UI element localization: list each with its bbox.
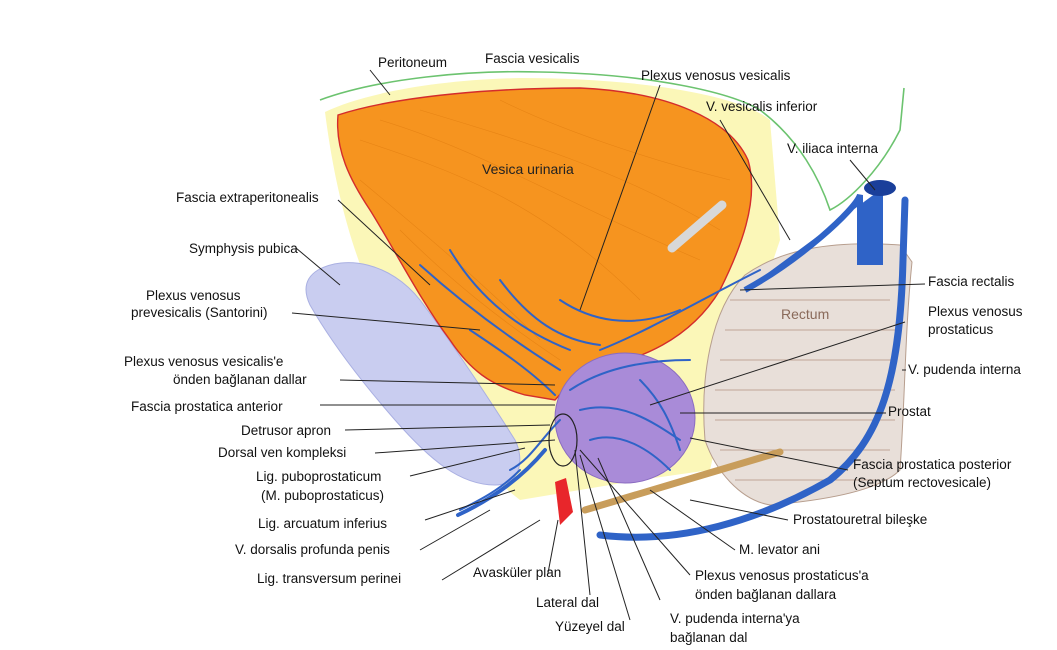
lig-puboprostaticum-label-2: (M. puboprostaticus) bbox=[261, 488, 384, 504]
fascia-prostatica-posterior-label-1: Fascia prostatica posterior bbox=[853, 457, 1011, 473]
fascia-prostatica-posterior-label-2: (Septum rectovesicale) bbox=[853, 475, 991, 491]
plexus-prostaticus-a-label-2: önden bağlanan dallara bbox=[695, 587, 836, 603]
plexus-venosus-vesicalis-label: Plexus venosus vesicalis bbox=[641, 68, 790, 84]
symphysis-pubica-label: Symphysis pubica bbox=[189, 241, 298, 257]
plexus-prevesicalis-label-2: prevesicalis (Santorini) bbox=[131, 305, 268, 321]
v-dorsalis-profunda-penis-label: V. dorsalis profunda penis bbox=[235, 542, 390, 558]
lig-puboprostaticum-label-1: Lig. puboprostaticum bbox=[256, 469, 381, 485]
rectum-label: Rectum bbox=[781, 306, 829, 322]
v-pudenda-interna-ya-label-1: V. pudenda interna'ya bbox=[670, 611, 800, 627]
yuzeyel-dal-label: Yüzeyel dal bbox=[555, 619, 625, 635]
plexus-prostaticus-a-label-1: Plexus venosus prostaticus'a bbox=[695, 568, 869, 584]
fascia-rectalis-label: Fascia rectalis bbox=[928, 274, 1014, 290]
bladder-label: Vesica urinaria bbox=[482, 161, 574, 177]
detrusor-apron-label: Detrusor apron bbox=[241, 423, 331, 439]
peritoneum-label: Peritoneum bbox=[378, 55, 447, 71]
fascia-extraperitonealis-label: Fascia extraperitonealis bbox=[176, 190, 319, 206]
v-vesicalis-inferior-label: V. vesicalis inferior bbox=[706, 99, 817, 115]
prostat-label: Prostat bbox=[888, 404, 931, 420]
onden-baglanan-dallar-label-2: önden bağlanan dallar bbox=[173, 372, 307, 388]
v-pudenda-interna-label: V. pudenda interna bbox=[908, 362, 1021, 378]
prostatouretral-bileske-label: Prostatouretral bileşke bbox=[793, 512, 927, 528]
m-levator-ani-label: M. levator ani bbox=[739, 542, 820, 558]
plexus-prevesicalis-label-1: Plexus venosus bbox=[146, 288, 241, 304]
lateral-dal-label: Lateral dal bbox=[536, 595, 599, 611]
avaskuler-plan-label: Avasküler plan bbox=[473, 565, 561, 581]
lig-arcuatum-inferius-label: Lig. arcuatum inferius bbox=[258, 516, 387, 532]
fascia-prostatica-anterior-label: Fascia prostatica anterior bbox=[131, 399, 283, 415]
v-iliaca-interna-label: V. iliaca interna bbox=[787, 141, 878, 157]
plexus-venosus-prostaticus-label-1: Plexus venosus bbox=[928, 304, 1023, 320]
dorsal-ven-kompleksi-label: Dorsal ven kompleksi bbox=[218, 445, 346, 461]
fascia-vesicalis-label: Fascia vesicalis bbox=[485, 51, 580, 67]
onden-baglanan-dallar-label-1: Plexus venosus vesicalis'e bbox=[124, 354, 283, 370]
plexus-venosus-prostaticus-label-2: prostaticus bbox=[928, 322, 993, 338]
v-pudenda-interna-ya-label-2: bağlanan dal bbox=[670, 630, 747, 646]
lig-transversum-perinei-label: Lig. transversum perinei bbox=[257, 571, 401, 587]
